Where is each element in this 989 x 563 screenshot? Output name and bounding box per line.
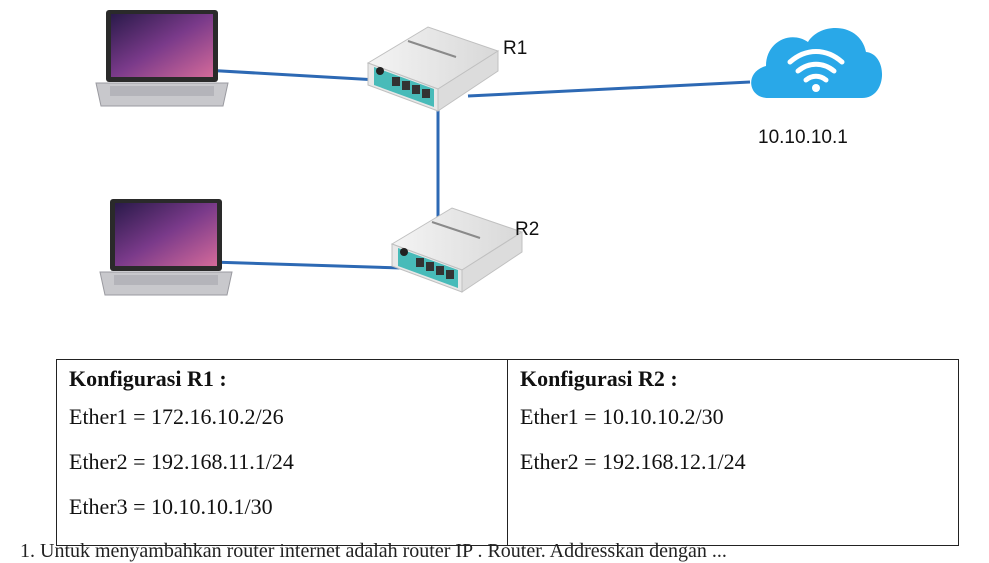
link-laptop1-r1 bbox=[203, 68, 396, 83]
config-r1-line: Ether1 = 172.16.10.2/26 bbox=[69, 404, 284, 429]
config-r1-title: Konfigurasi R1 : bbox=[69, 366, 227, 391]
config-table: Konfigurasi R1 : Ether1 = 172.16.10.2/26… bbox=[56, 359, 959, 546]
router-icon bbox=[390, 207, 524, 293]
config-r2-line: Ether2 = 192.168.12.1/24 bbox=[520, 449, 746, 474]
config-r2-line: Ether1 = 10.10.10.2/30 bbox=[520, 404, 724, 429]
config-r1-cell: Konfigurasi R1 : Ether1 = 172.16.10.2/26… bbox=[56, 359, 508, 546]
config-r2-title: Konfigurasi R2 : bbox=[520, 366, 678, 391]
config-r2-cell: Konfigurasi R2 : Ether1 = 10.10.10.2/30 … bbox=[507, 359, 959, 546]
cloud-ip-label: 10.10.10.1 bbox=[758, 127, 848, 148]
connection-links bbox=[203, 68, 751, 270]
config-r1-line: Ether3 = 10.10.10.1/30 bbox=[69, 494, 273, 519]
cloud-wifi-icon bbox=[751, 28, 883, 98]
router-r1-label: R1 bbox=[503, 38, 528, 59]
link-laptop2-r2 bbox=[210, 260, 403, 270]
footer-text: 1. Untuk menyambahkan router internet ad… bbox=[20, 540, 727, 562]
link-r1-cloud bbox=[467, 80, 751, 98]
config-r1-line: Ether2 = 192.168.11.1/24 bbox=[69, 449, 294, 474]
network-diagram bbox=[95, 10, 883, 296]
laptop-icon bbox=[99, 199, 233, 296]
router-r2-label: R2 bbox=[515, 219, 540, 240]
laptop-icon bbox=[95, 10, 229, 107]
router-icon bbox=[366, 26, 500, 112]
